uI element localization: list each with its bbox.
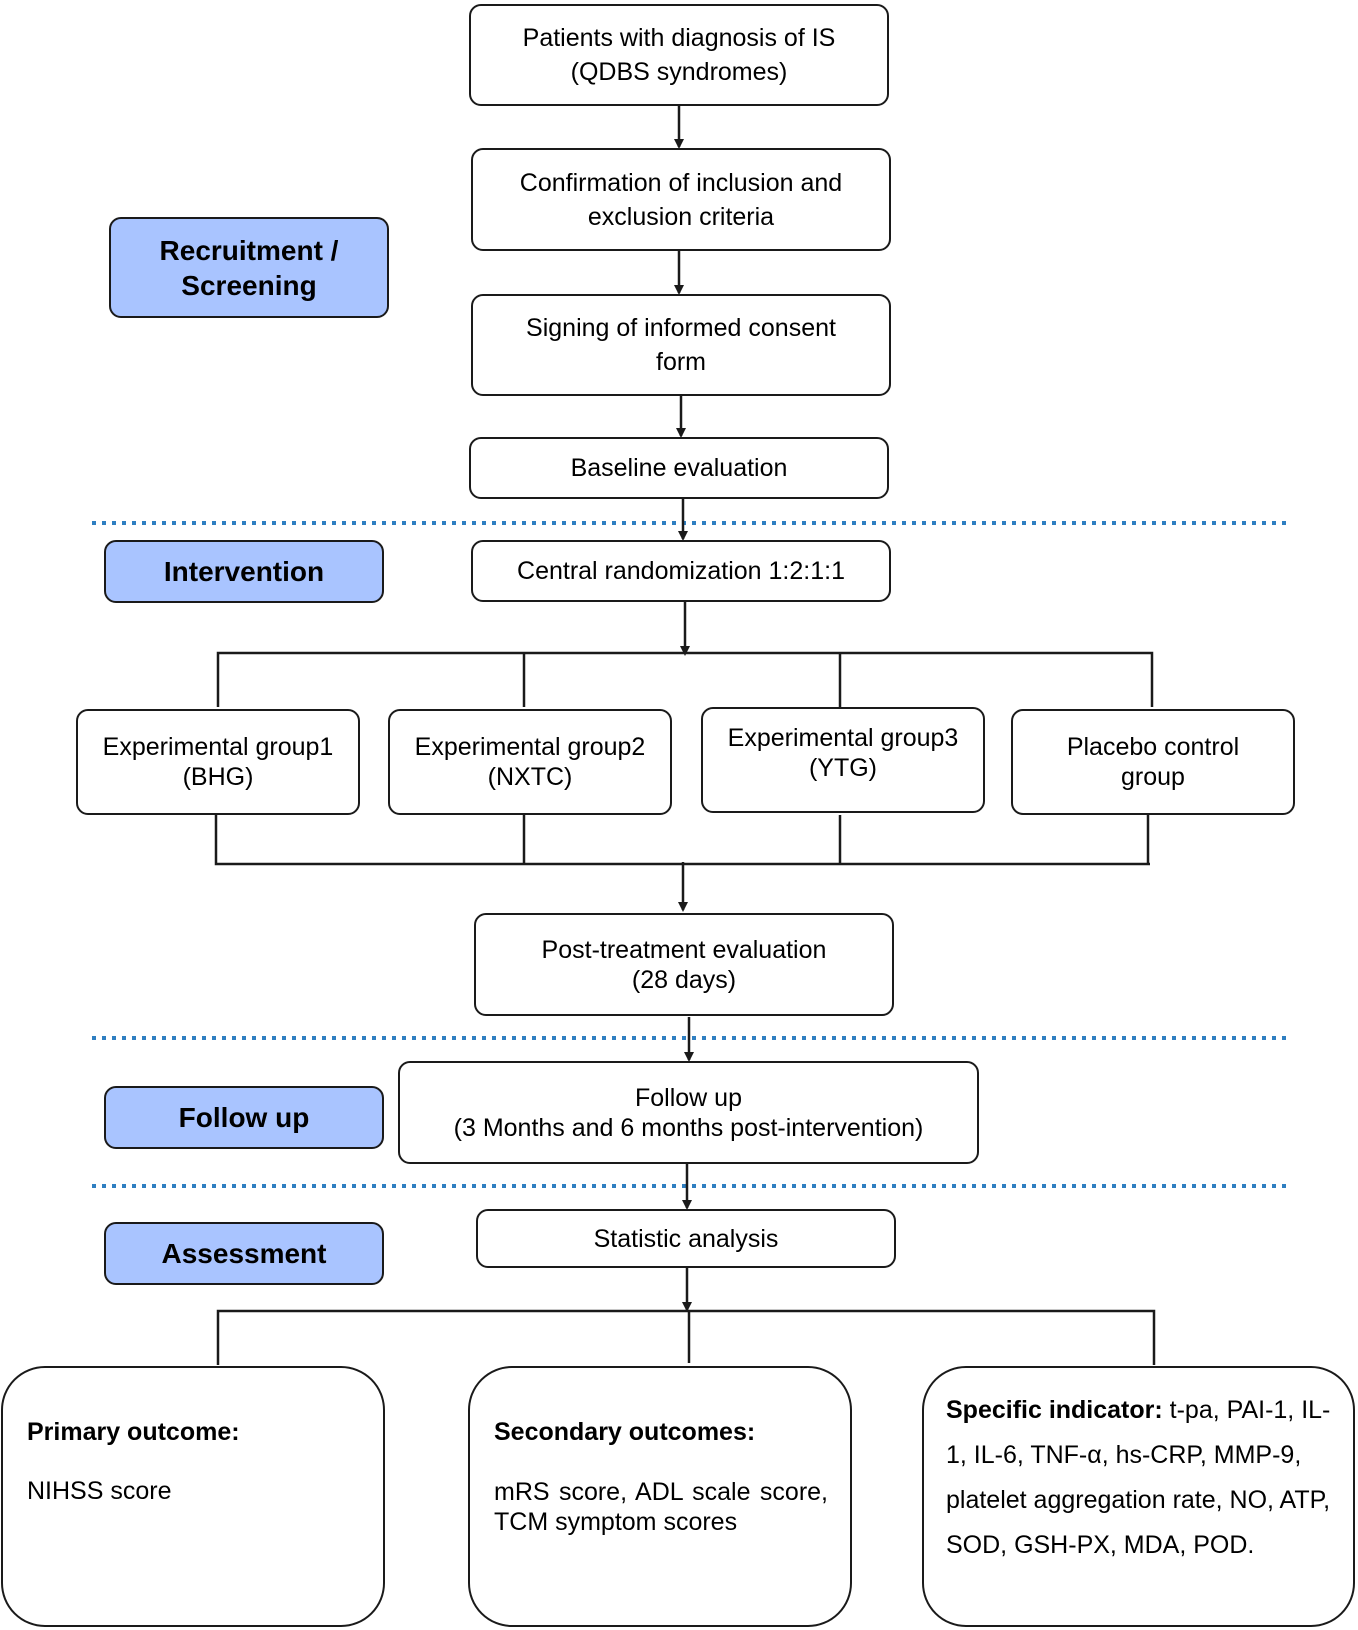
specific-indicator-heading: Specific indicator:: [946, 1396, 1163, 1424]
phase-follow-up-label: Follow up: [178, 1102, 310, 1133]
baseline-box: Baseline evaluation: [469, 437, 889, 499]
phase-recruitment-line1: Recruitment /: [159, 234, 339, 266]
phase-recruitment-line2: Screening: [181, 269, 317, 301]
placebo-line2: group: [1121, 763, 1185, 791]
merge-bracket: [214, 815, 1150, 866]
patients-box: Patients with diagnosis of IS (QDBS synd…: [469, 4, 889, 106]
outcome-bracket: [216, 1309, 1156, 1365]
group-3-line1: Experimental group3: [727, 724, 959, 752]
secondary-outcomes-body: mRS score, ADL scale score, TCM symptom …: [494, 1478, 828, 1536]
group-2-line1: Experimental group2: [414, 733, 646, 761]
primary-outcome-body: NIHSS score: [27, 1477, 172, 1505]
phase-follow-up: Follow up: [104, 1086, 384, 1149]
consent-line2: form: [656, 348, 706, 376]
post-treatment-line1: Post-treatment evaluation: [541, 935, 827, 964]
group-box-placebo: Placebo control group: [1011, 709, 1295, 815]
baseline-label: Baseline evaluation: [570, 454, 788, 482]
phase-recruitment-screening: Recruitment / Screening: [109, 217, 389, 318]
secondary-outcomes-box: Secondary outcomes: mRS score, ADL scale…: [468, 1366, 852, 1627]
group-1-line1: Experimental group1: [102, 733, 334, 761]
consent-line1: Signing of informed consent: [526, 314, 836, 342]
patients-line2: (QDBS syndromes): [570, 58, 788, 86]
split-bracket: [216, 651, 1154, 707]
statistic-label: Statistic analysis: [593, 1224, 779, 1253]
primary-outcome-heading: Primary outcome:: [27, 1418, 240, 1446]
group-2-line2: (NXTC): [487, 763, 573, 791]
primary-outcome-box: Primary outcome: NIHSS score: [1, 1366, 385, 1627]
follow-up-line1: Follow up: [635, 1083, 742, 1112]
group-1-line2: (BHG): [182, 763, 254, 791]
post-treatment-box: Post-treatment evaluation (28 days): [474, 913, 894, 1016]
phase-assessment: Assessment: [104, 1222, 384, 1285]
randomization-label: Central randomization 1:2:1:1: [517, 557, 845, 585]
phase-assessment-label: Assessment: [161, 1238, 327, 1269]
confirmation-box: Confirmation of inclusion and exclusion …: [471, 148, 891, 251]
group-box-2: Experimental group2 (NXTC): [388, 709, 672, 815]
specific-indicator-box: Specific indicator: t-pa, PAI-1, IL-1, I…: [922, 1366, 1355, 1627]
group-box-1: Experimental group1 (BHG): [76, 709, 360, 815]
confirmation-line2: exclusion criteria: [587, 202, 775, 231]
randomization-box: Central randomization 1:2:1:1: [471, 540, 891, 602]
patients-line1: Patients with diagnosis of IS: [522, 24, 836, 52]
consent-box: Signing of informed consent form: [471, 294, 891, 396]
placebo-line1: Placebo control: [1066, 733, 1240, 761]
post-treatment-line2: (28 days): [631, 965, 737, 994]
confirmation-line1: Confirmation of inclusion and: [519, 168, 843, 197]
phase-intervention: Intervention: [104, 540, 384, 603]
follow-up-box: Follow up (3 Months and 6 months post-in…: [398, 1061, 979, 1164]
statistic-box: Statistic analysis: [476, 1209, 896, 1268]
follow-up-line2: (3 Months and 6 months post-intervention…: [453, 1113, 924, 1142]
phase-intervention-label: Intervention: [163, 556, 325, 587]
secondary-outcomes-heading: Secondary outcomes:: [494, 1418, 756, 1446]
group-box-3: Experimental group3 (YTG): [701, 707, 985, 813]
specific-indicator-body: t-pa, PAI-1, IL-1, IL-6, TNF-α, hs-CRP, …: [946, 1396, 1331, 1559]
group-3-line2: (YTG): [808, 754, 878, 782]
